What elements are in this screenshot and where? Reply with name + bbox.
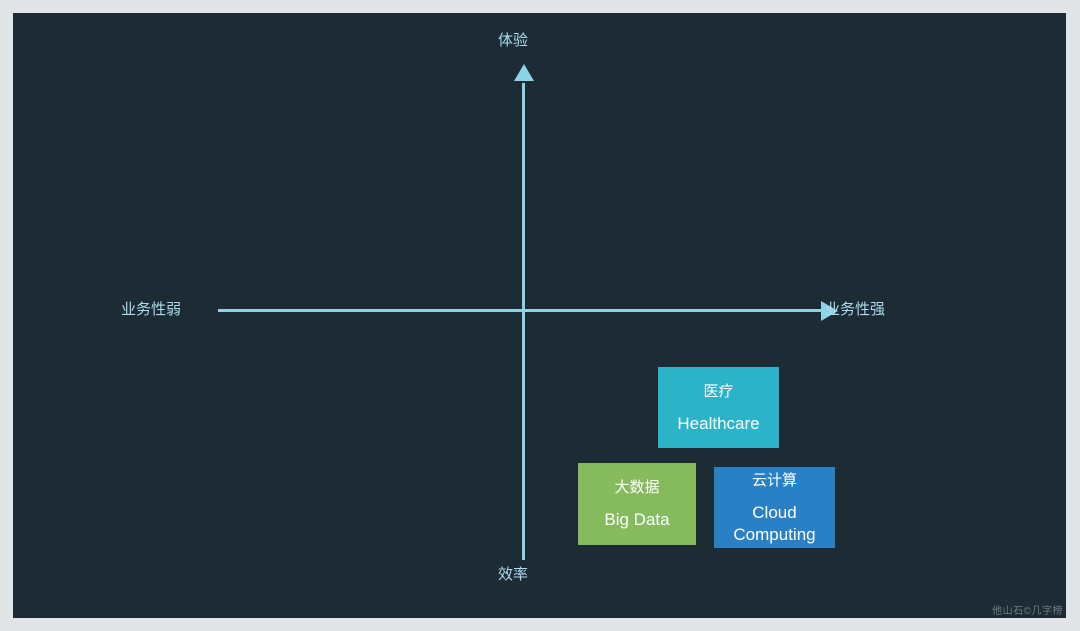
axis-label-bottom: 效率 bbox=[498, 566, 529, 583]
box-label-en: Healthcare bbox=[677, 413, 760, 433]
slide-canvas: 体验 效率 业务性弱 业务性强 医疗 Healthcare 大数据 Big Da… bbox=[13, 13, 1066, 618]
box-label-en: Cloud Computing bbox=[733, 502, 816, 544]
axis-label-right: 业务性强 bbox=[825, 301, 886, 318]
quadrant-box-cloud[interactable]: 云计算 Cloud Computing bbox=[714, 467, 835, 548]
box-label-cn: 云计算 bbox=[751, 471, 797, 489]
box-label-en: Big Data bbox=[604, 510, 670, 529]
axis-label-left: 业务性弱 bbox=[121, 301, 182, 318]
box-label-cn: 大数据 bbox=[614, 479, 660, 496]
quadrant-box-bigdata[interactable]: 大数据 Big Data bbox=[578, 463, 696, 545]
quadrant-box-healthcare[interactable]: 医疗 Healthcare bbox=[658, 367, 779, 448]
axis-label-top: 体验 bbox=[498, 32, 529, 49]
box-label-cn: 医疗 bbox=[703, 382, 734, 400]
vertical-axis-arrow-icon bbox=[514, 64, 534, 81]
watermark: 他山石©几字榜 bbox=[992, 606, 1063, 617]
horizontal-axis-arrow-icon bbox=[821, 301, 838, 321]
horizontal-axis-line bbox=[218, 309, 825, 312]
vertical-axis-line bbox=[522, 83, 525, 560]
